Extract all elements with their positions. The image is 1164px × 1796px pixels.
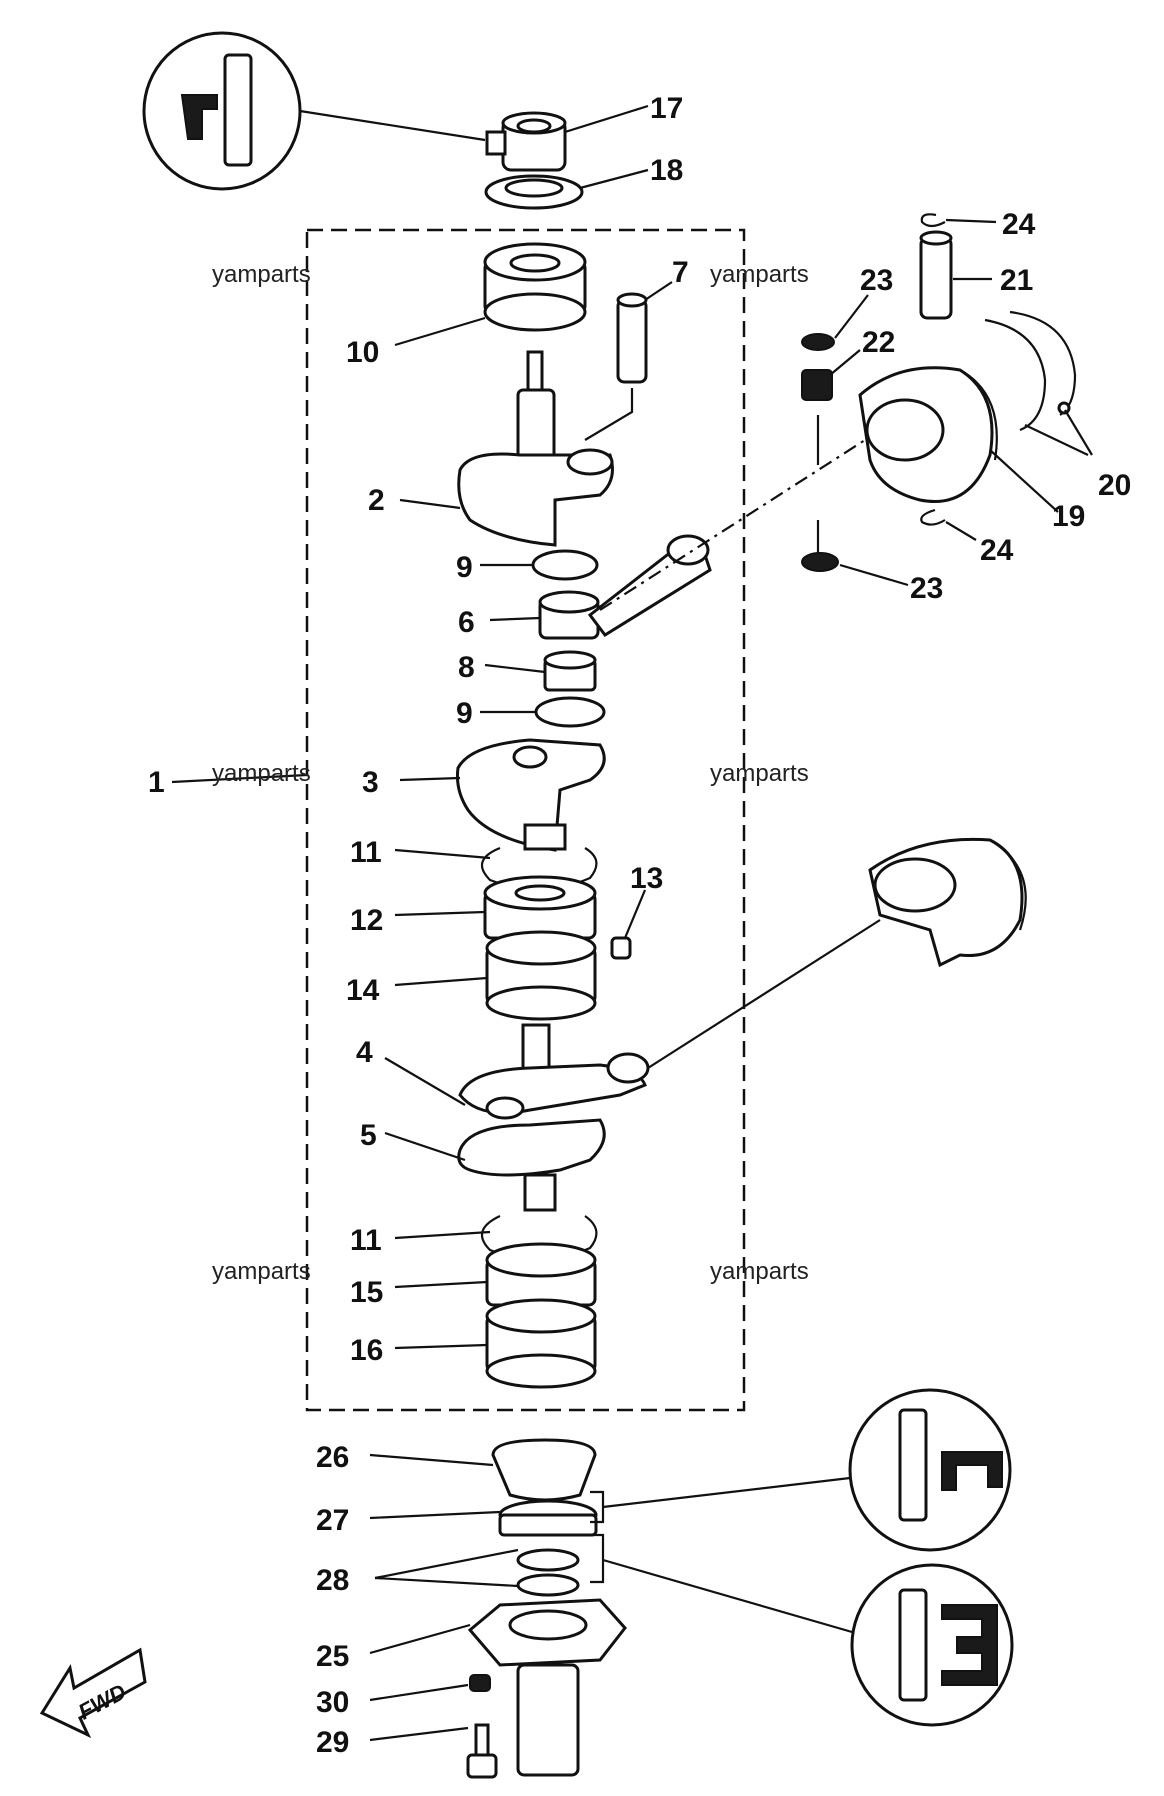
callout-29: 29 [316, 1726, 349, 1759]
connecting-rod [587, 415, 866, 637]
part-24-lower-clip [920, 508, 946, 526]
callout-21: 21 [1000, 264, 1033, 297]
part-3 [456, 738, 606, 852]
part-21 [919, 230, 953, 320]
part-5 [457, 1118, 606, 1212]
part-29 [466, 1723, 498, 1779]
callout-20: 20 [1098, 469, 1131, 502]
watermark: yamparts [212, 261, 311, 288]
part-16 [485, 1298, 597, 1389]
callout-9-upper: 9 [456, 551, 473, 584]
part-7 [584, 292, 648, 441]
callout-25: 25 [316, 1640, 349, 1673]
watermark: yamparts [710, 760, 809, 787]
callout-11-lower: 11 [350, 1224, 382, 1257]
callout-11-upper: 11 [350, 836, 382, 869]
callout-5: 5 [360, 1119, 377, 1152]
detail-circle-top [142, 31, 486, 191]
callout-12: 12 [350, 904, 383, 937]
fwd-arrow: FWD [39, 1647, 147, 1739]
crankshaft-assembly-box [305, 228, 746, 1412]
watermark: yamparts [212, 1258, 311, 1285]
callout-14: 14 [346, 974, 380, 1007]
callout-4: 4 [356, 1036, 373, 1069]
watermark: yamparts [710, 1258, 809, 1285]
callout-28: 28 [316, 1564, 349, 1597]
piston-lower [868, 837, 1027, 968]
leader-lines [171, 104, 1093, 1742]
part-20 [984, 310, 1077, 432]
part-30 [469, 1674, 491, 1692]
callout-26: 26 [316, 1441, 349, 1474]
callout-22: 22 [862, 326, 895, 359]
part-8 [543, 650, 597, 692]
part-10 [483, 242, 587, 332]
callout-24-lower: 24 [980, 534, 1014, 567]
callout-labels: 1 2 3 4 5 6 7 8 9 9 10 11 11 12 13 14 15… [148, 92, 1131, 1759]
part-13 [610, 936, 632, 960]
callout-2: 2 [368, 484, 385, 517]
callout-18: 18 [650, 154, 683, 187]
part-9-lower [534, 696, 606, 728]
part-12 [483, 875, 597, 940]
callout-16: 16 [350, 1334, 383, 1367]
part-4 [458, 919, 881, 1120]
detail-circle-lower [850, 1563, 1014, 1727]
callout-7: 7 [672, 256, 689, 289]
watermark: yamparts [212, 760, 311, 787]
callout-10: 10 [346, 336, 379, 369]
callout-30: 30 [316, 1686, 349, 1719]
detail-circle-mid [848, 1388, 1012, 1552]
callout-1: 1 [148, 766, 165, 799]
callout-9-lower: 9 [456, 697, 473, 730]
part-27 [498, 1499, 598, 1537]
watermark: yamparts [710, 261, 809, 288]
part-18 [484, 174, 584, 210]
part-22 [801, 369, 833, 401]
callout-15: 15 [350, 1276, 383, 1309]
callout-23-upper: 23 [860, 264, 893, 297]
part-14 [485, 930, 597, 1021]
part-26 [491, 1438, 597, 1502]
callout-23-lower: 23 [910, 572, 943, 605]
part-28 [516, 1548, 580, 1597]
callout-13: 13 [630, 862, 663, 895]
part-24-upper-clip [920, 213, 946, 228]
watermarks: yamparts yamparts yamparts yamparts yamp… [212, 261, 809, 1285]
part-23-upper [801, 333, 835, 351]
part-15 [485, 1242, 597, 1307]
callout-8: 8 [458, 651, 475, 684]
callout-3: 3 [362, 766, 379, 799]
part-19 [858, 366, 998, 503]
callout-19: 19 [1052, 500, 1085, 533]
part-9-upper [531, 549, 599, 581]
part-6 [538, 590, 600, 640]
callout-27: 27 [316, 1504, 349, 1537]
part-23-lower [801, 552, 839, 572]
part-25 [467, 1598, 627, 1777]
part-2 [457, 350, 614, 547]
part-17 [485, 111, 567, 172]
callout-24-upper: 24 [1002, 208, 1036, 241]
callout-6: 6 [458, 606, 475, 639]
callout-17: 17 [650, 92, 683, 125]
